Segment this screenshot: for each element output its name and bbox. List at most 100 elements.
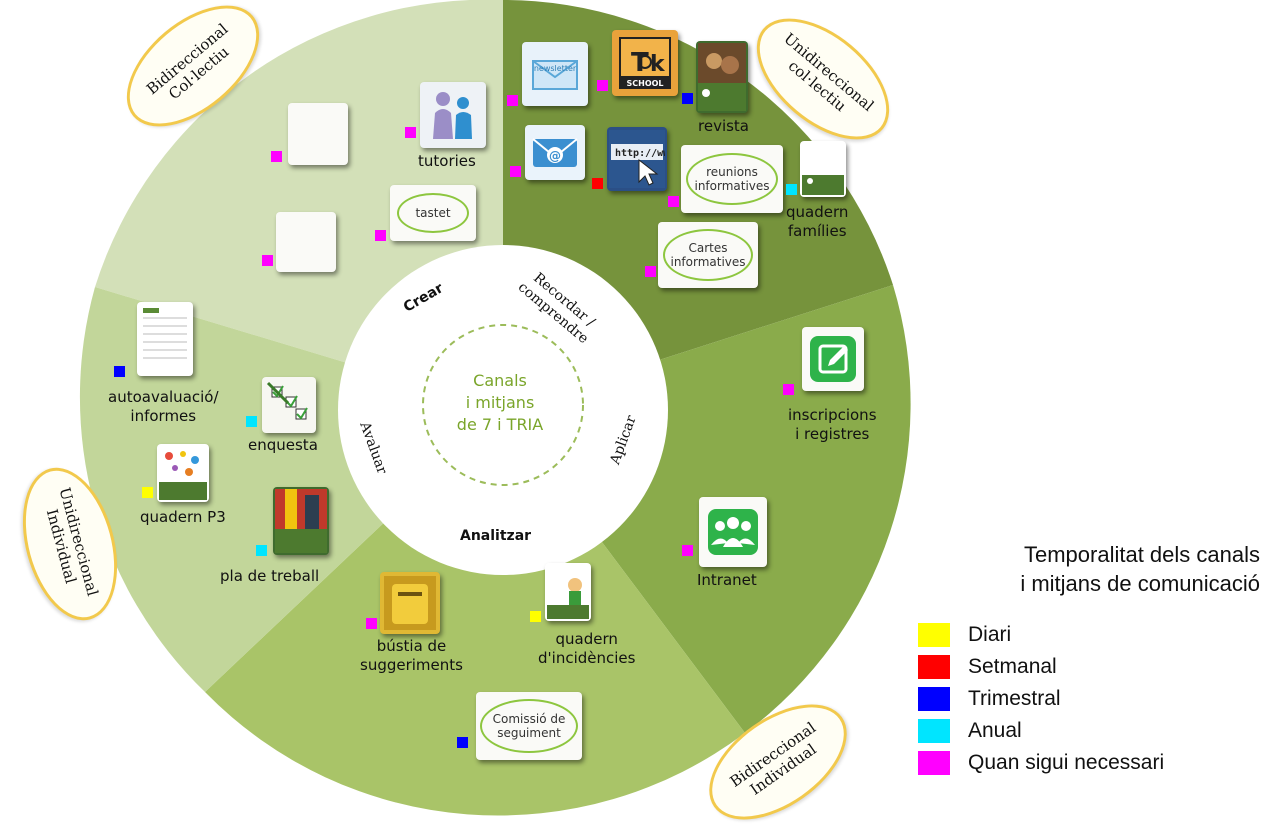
center-title: Canals i mitjans de 7 i TRIA xyxy=(400,370,600,436)
quadern-cover-icon xyxy=(802,143,844,195)
comissio-tile[interactable]: Comissió de seguiment xyxy=(476,692,582,760)
freq-square-necessari xyxy=(682,545,693,556)
freq-square-necessari xyxy=(375,230,386,241)
caption-line2: i registres xyxy=(795,425,870,443)
legend-title-line1: Temporalitat dels canals xyxy=(1023,542,1260,567)
legend-item-setmanal: Setmanal xyxy=(918,655,1057,679)
revista-tile[interactable] xyxy=(696,41,748,113)
caption-inscripcions: inscripcions i registres xyxy=(788,406,877,444)
freq-square-necessari xyxy=(366,618,377,629)
center-title-line3: de 7 i TRIA xyxy=(456,415,544,434)
reunions-tile[interactable]: reunions informatives xyxy=(681,145,783,213)
tastet-oval: tastet xyxy=(397,193,469,233)
report-document-icon xyxy=(139,304,191,374)
legend-title-line2: i mitjans de comunicació xyxy=(1020,571,1260,596)
revista-cover-icon xyxy=(698,43,746,111)
phone-tile[interactable] xyxy=(276,212,336,272)
cartes-tile[interactable]: Cartes informatives xyxy=(658,222,758,288)
legend-swatch xyxy=(918,719,950,743)
caption-line2: d'incidències xyxy=(538,649,636,667)
legend-label: Anual xyxy=(968,719,1022,742)
ring-label-analitzar: Analitzar xyxy=(460,528,532,544)
freq-square-necessari xyxy=(262,255,273,266)
http-text: http://www xyxy=(615,148,665,159)
legend-label: Diari xyxy=(968,623,1012,646)
legend-swatch xyxy=(918,623,950,647)
freq-square-diari xyxy=(142,487,153,498)
caption-line2: suggeriments xyxy=(360,656,463,674)
caption-line1: inscripcions xyxy=(788,406,877,424)
legend-swatch xyxy=(918,687,950,711)
caption-quadern-incidencies: quadern d'incidències xyxy=(538,630,635,668)
newsletter-text: newsletter xyxy=(534,64,577,73)
freq-square-trimestral xyxy=(457,737,468,748)
freq-square-setmanal xyxy=(592,178,603,189)
web-tile[interactable]: http://www xyxy=(607,127,667,191)
caption-line1: quadern xyxy=(555,630,618,648)
caption-revista: revista xyxy=(698,117,749,135)
legend-item-necessari: Quan sigui necessari xyxy=(918,751,1164,775)
caption-bustia: bústia de suggeriments xyxy=(360,637,463,675)
inscripcions-tile[interactable] xyxy=(802,327,864,391)
caption-pla-treball: pla de treball xyxy=(220,567,320,585)
freq-square-necessari xyxy=(668,196,679,207)
tastet-tile[interactable]: tastet xyxy=(390,185,476,241)
newsletter-tile[interactable]: newsletter xyxy=(522,42,588,106)
freq-square-necessari xyxy=(783,384,794,395)
freq-square-anual xyxy=(246,416,257,427)
quadern-incidencies-tile[interactable] xyxy=(545,563,591,621)
edit-form-icon xyxy=(810,336,856,382)
people-icon xyxy=(433,92,472,139)
quadern-families-tile[interactable] xyxy=(800,141,846,197)
intranet-tile[interactable] xyxy=(699,497,767,567)
autoavaluacio-tile[interactable] xyxy=(137,302,193,376)
svg-text:k: k xyxy=(650,52,666,77)
email-at-tile[interactable] xyxy=(288,103,348,165)
comissio-oval: Comissió de seguiment xyxy=(480,699,578,753)
center-title-line1: Canals xyxy=(473,371,527,390)
quadern-incidencies-cover-icon xyxy=(547,565,589,619)
caption-intranet: Intranet xyxy=(697,571,757,589)
caption-tutories: tutories xyxy=(418,152,476,170)
legend-item-trimestral: Trimestral xyxy=(918,687,1061,711)
caption-quadern-families: quadern famílies xyxy=(786,203,848,241)
mailbox-icon xyxy=(384,576,436,630)
enquesta-tile[interactable] xyxy=(262,377,316,433)
pla-treball-tile[interactable] xyxy=(273,487,329,555)
cartes-oval: Cartes informatives xyxy=(663,229,753,281)
tutories-tile[interactable] xyxy=(420,82,486,148)
caption-line1: bústia de xyxy=(376,637,447,655)
legend-label: Trimestral xyxy=(968,687,1061,710)
bustia-tile[interactable] xyxy=(380,572,440,634)
caption-line2: informes xyxy=(130,407,197,425)
email-icon: @ xyxy=(532,137,578,167)
newsletter-icon: newsletter xyxy=(532,60,578,90)
freq-square-anual xyxy=(786,184,797,195)
reunions-oval: reunions informatives xyxy=(686,153,778,205)
email-tile[interactable]: @ xyxy=(525,125,585,180)
caption-autoavaluacio: autoavaluació/ informes xyxy=(108,388,219,426)
caption-enquesta: enquesta xyxy=(248,436,318,454)
freq-square-trimestral xyxy=(682,93,693,104)
legend-label: Quan sigui necessari xyxy=(968,751,1165,774)
freq-square-necessari xyxy=(597,80,608,91)
legend-label: Setmanal xyxy=(968,655,1057,678)
legend-item-anual: Anual xyxy=(918,719,1022,743)
quadern-p3-tile[interactable] xyxy=(157,444,209,502)
inner-disc xyxy=(338,245,668,575)
legend-swatch xyxy=(918,655,950,679)
freq-square-anual xyxy=(256,545,267,556)
freq-square-necessari xyxy=(271,151,282,162)
svg-text:@: @ xyxy=(549,149,561,163)
center-dashed-circle xyxy=(422,324,584,486)
caption-line1: autoavaluació/ xyxy=(108,388,219,406)
caption-quadern-p3: quadern P3 xyxy=(140,508,226,526)
survey-checklist-icon xyxy=(266,381,308,420)
tokapp-tile[interactable]: T k SCHOOL xyxy=(612,30,678,96)
pla-treball-cover-icon xyxy=(275,489,327,553)
group-users-icon xyxy=(708,509,758,555)
school-text: SCHOOL xyxy=(626,79,663,88)
freq-square-necessari xyxy=(507,95,518,106)
legend-title: Temporalitat dels canals i mitjans de co… xyxy=(920,540,1260,598)
